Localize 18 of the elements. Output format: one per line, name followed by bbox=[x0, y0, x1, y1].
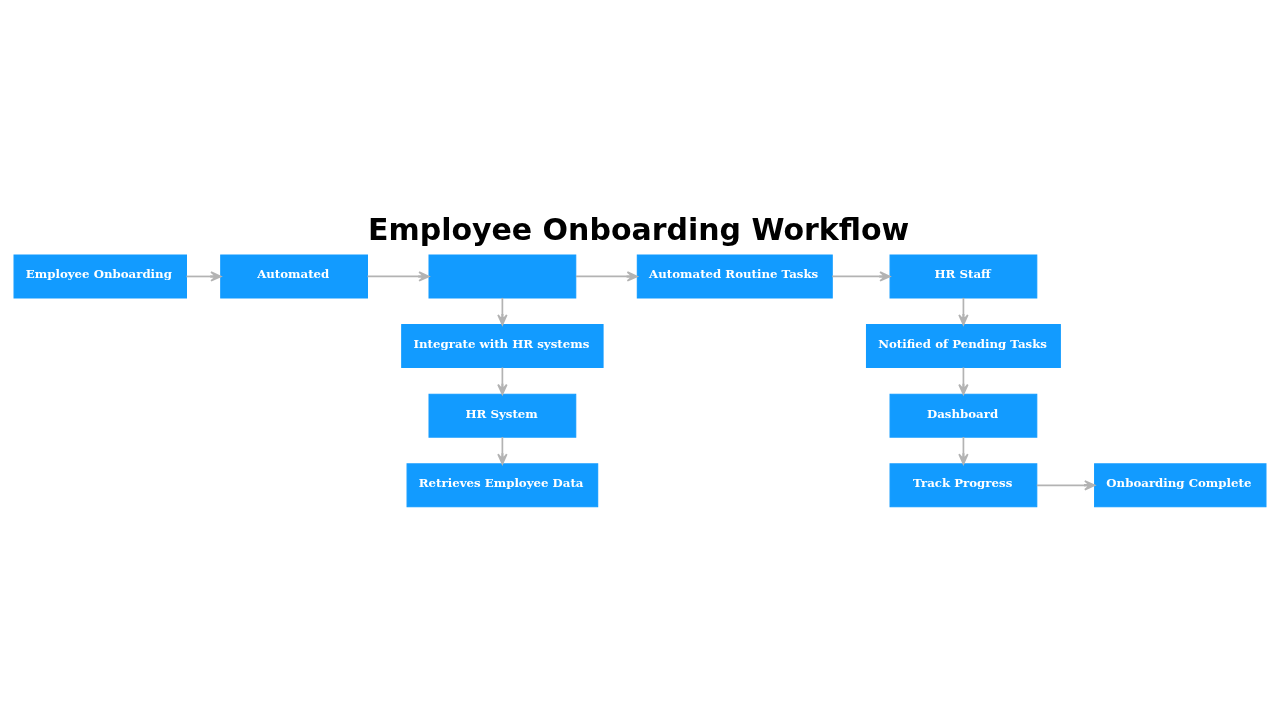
arrow bbox=[1036, 480, 1096, 491]
arrow bbox=[185, 271, 222, 282]
arrow bbox=[366, 271, 430, 282]
node-box: Automated Routine Tasks bbox=[636, 254, 833, 299]
node-box bbox=[428, 254, 577, 299]
arrow bbox=[575, 271, 638, 282]
node-box: Notified of Pending Tasks bbox=[865, 324, 1061, 369]
node-box: Track Progress bbox=[889, 463, 1038, 508]
node-box: HR Staff bbox=[889, 254, 1038, 299]
arrow bbox=[831, 271, 891, 282]
node-box: Onboarding Complete bbox=[1094, 463, 1267, 508]
node-box: Automated bbox=[220, 254, 368, 299]
node-box: Retrieves Employee Data bbox=[406, 463, 599, 508]
diagram-title: Employee Onboarding Workflow bbox=[367, 212, 910, 248]
node-box: HR System bbox=[428, 393, 577, 438]
node-box: Dashboard bbox=[889, 393, 1038, 438]
node-box: Employee Onboarding bbox=[13, 254, 187, 299]
node-box: Integrate with HR systems bbox=[401, 324, 604, 369]
